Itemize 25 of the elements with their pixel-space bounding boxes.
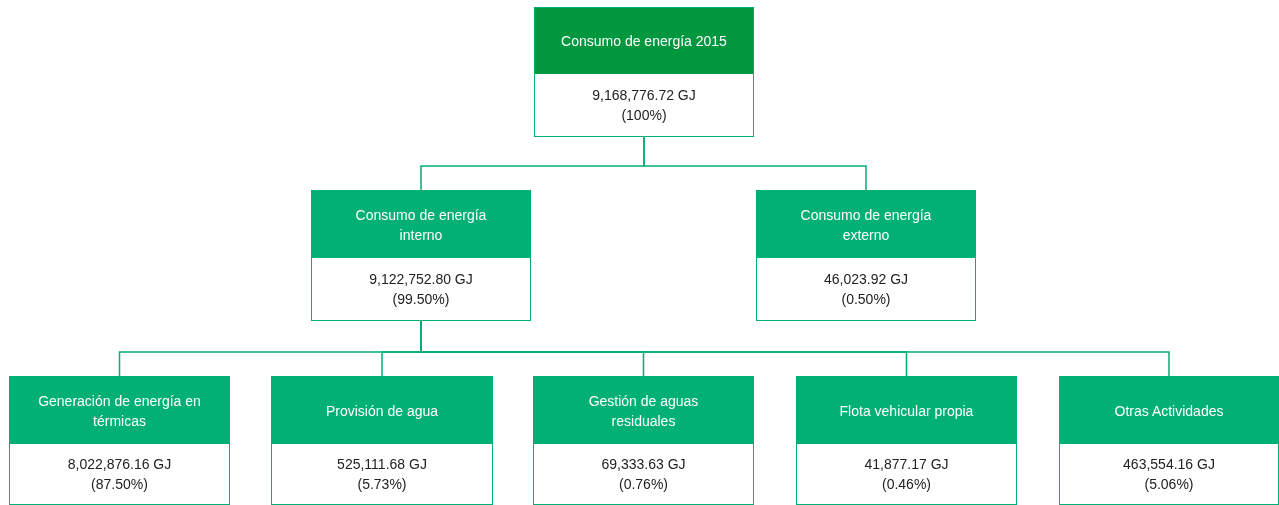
node-value: 525,111.68 GJ (5.73%) (336, 455, 428, 494)
node-box (311, 190, 531, 321)
node-title: Otras Actividades (1114, 401, 1224, 421)
node-box (796, 376, 1017, 505)
node-title: Provisión de agua (325, 401, 439, 421)
node-title: Consumo de energía 2015 (561, 32, 727, 51)
node-box (756, 190, 976, 321)
node-title: Flota vehicular propia (839, 401, 974, 421)
node-title: Consumo de energía externo (799, 205, 933, 245)
node-title: Gestión de aguas residuales (587, 391, 700, 431)
node-value: 8,022,876.16 GJ (87.50%) (66, 455, 173, 494)
node-box (534, 7, 754, 137)
node-box (271, 376, 493, 505)
node-value: 46,023.92 GJ (0.50%) (822, 270, 910, 309)
node-box (9, 376, 230, 505)
node-value: 69,333.63 GJ (0.76%) (600, 455, 687, 494)
node-title: Consumo de energía interno (354, 205, 488, 245)
connector-line (643, 136, 867, 191)
node-value: 9,122,752.80 GJ (99.50%) (368, 270, 474, 309)
node-value: 9,168,776.72 GJ (100%) (591, 86, 697, 125)
node-value: 463,554.16 GJ (5.06%) (1122, 455, 1216, 494)
node-title: Generación de energía en térmicas (37, 391, 202, 431)
node-value: 41,877.17 GJ (0.46%) (863, 455, 950, 494)
node-box (1059, 376, 1279, 505)
node-box (533, 376, 754, 505)
